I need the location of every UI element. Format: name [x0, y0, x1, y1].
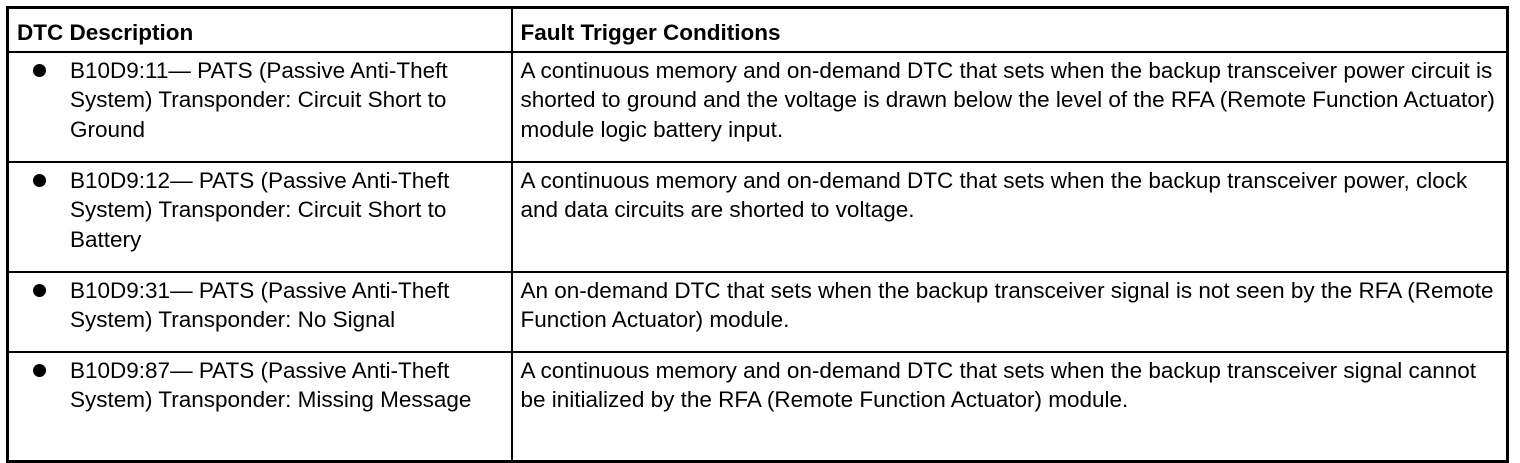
- description-cell: B10D9:11— PATS (Passive Anti-Theft Syste…: [6, 50, 513, 163]
- bullet-icon: [33, 283, 46, 297]
- dtc-description-text: B10D9:11— PATS (Passive Anti-Theft Syste…: [70, 57, 448, 142]
- dtc-description-text: B10D9:87— PATS (Passive Anti-Theft Syste…: [70, 357, 472, 413]
- table-row: B10D9:87— PATS (Passive Anti-Theft Syste…: [6, 350, 1509, 463]
- conditions-cell: A continuous memory and on-demand DTC th…: [510, 350, 1509, 463]
- dtc-table: DTC Description Fault Trigger Conditions…: [6, 6, 1509, 463]
- description-cell: B10D9:31— PATS (Passive Anti-Theft Syste…: [6, 270, 513, 353]
- description-cell: B10D9:87— PATS (Passive Anti-Theft Syste…: [6, 350, 513, 463]
- description-cell: B10D9:12— PATS (Passive Anti-Theft Syste…: [6, 160, 513, 273]
- bullet-icon: [33, 173, 46, 187]
- table-row: B10D9:11— PATS (Passive Anti-Theft Syste…: [6, 50, 1509, 163]
- table-row: B10D9:31— PATS (Passive Anti-Theft Syste…: [6, 270, 1509, 353]
- table-header: DTC Description Fault Trigger Conditions: [6, 6, 1509, 53]
- bullet-icon: [33, 63, 46, 77]
- header-row: DTC Description Fault Trigger Conditions: [6, 6, 1509, 53]
- table-row: B10D9:12— PATS (Passive Anti-Theft Syste…: [6, 160, 1509, 273]
- header-fault-trigger-conditions: Fault Trigger Conditions: [510, 6, 1509, 53]
- dtc-description-text: B10D9:12— PATS (Passive Anti-Theft Syste…: [70, 167, 450, 252]
- conditions-cell: A continuous memory and on-demand DTC th…: [510, 50, 1509, 163]
- conditions-cell: A continuous memory and on-demand DTC th…: [510, 160, 1509, 273]
- conditions-cell: An on-demand DTC that sets when the back…: [510, 270, 1509, 353]
- dtc-description-text: B10D9:31— PATS (Passive Anti-Theft Syste…: [70, 277, 450, 333]
- table-body: B10D9:11— PATS (Passive Anti-Theft Syste…: [6, 50, 1509, 463]
- bullet-icon: [33, 363, 46, 377]
- header-dtc-description: DTC Description: [6, 6, 513, 53]
